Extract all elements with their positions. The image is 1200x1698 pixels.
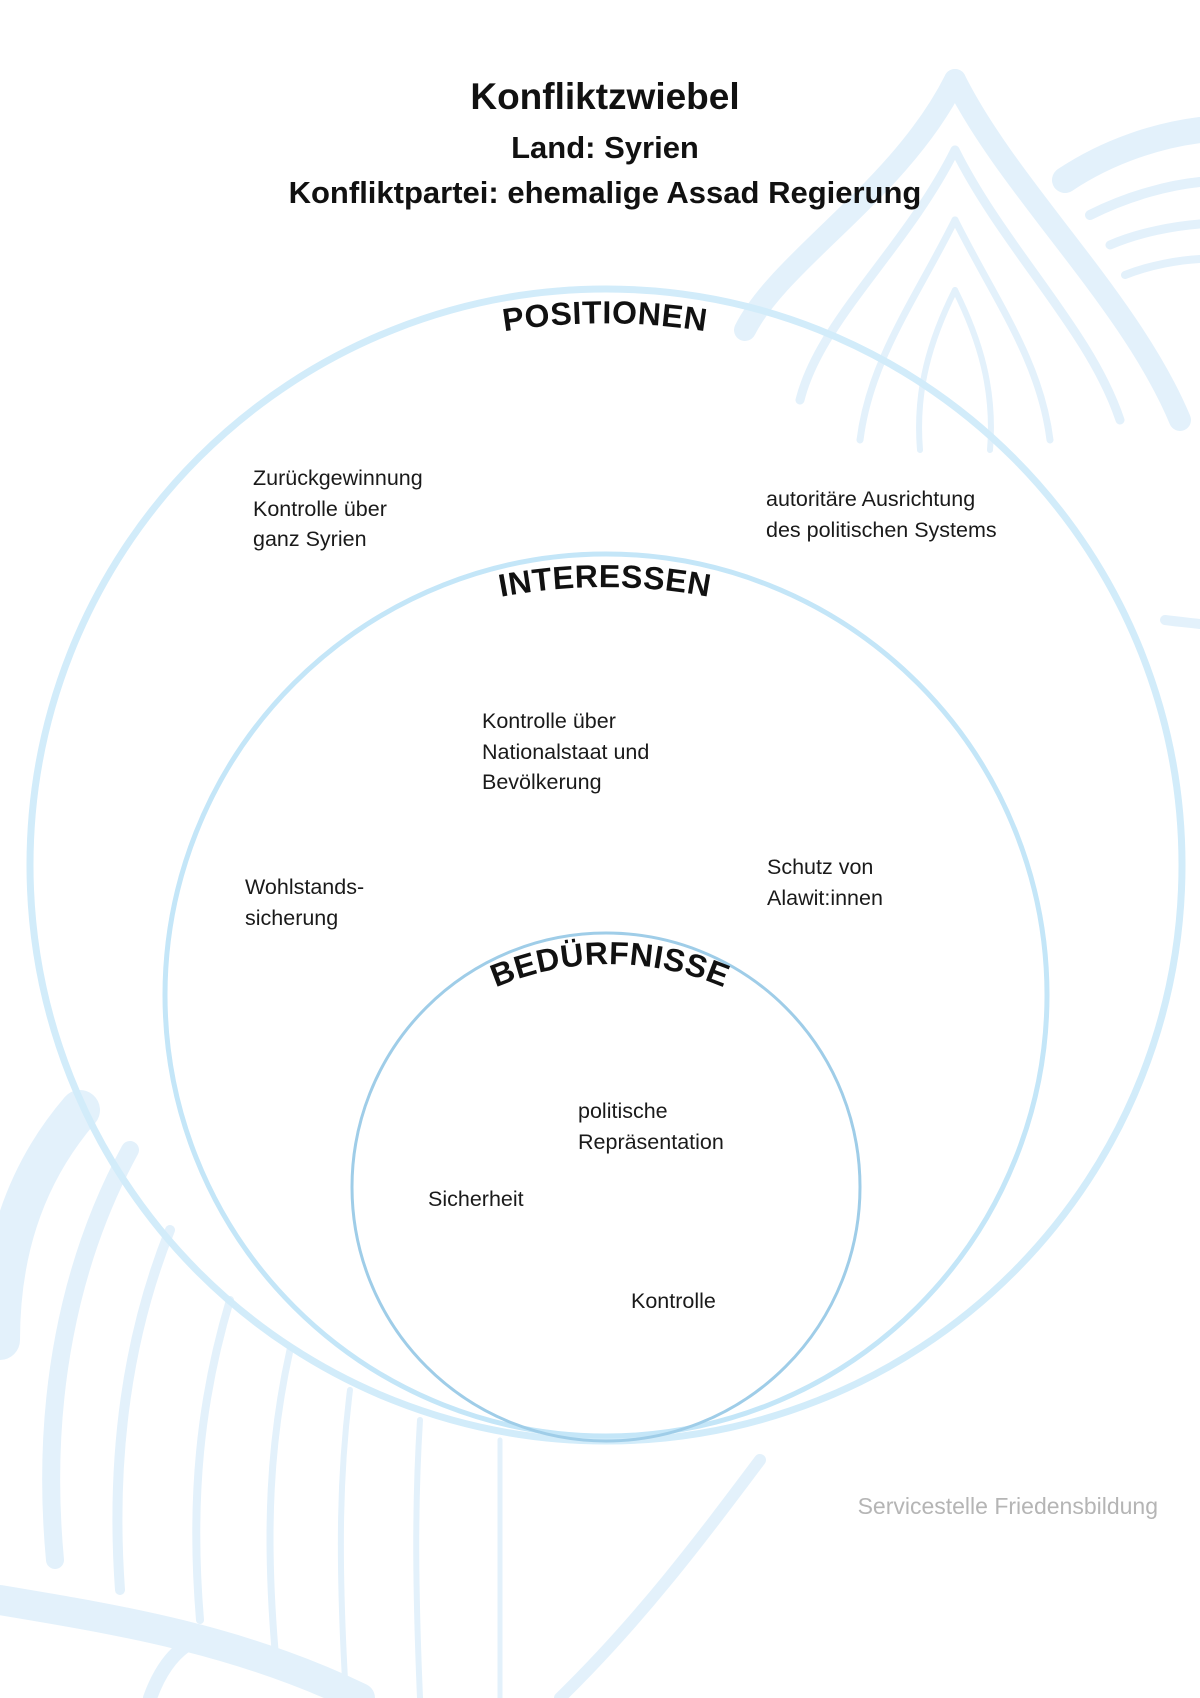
position-note-rueckgewinnung: Zurückgewinnung Kontrolle über ganz Syri… <box>253 463 423 555</box>
need-note-repraesentation: politische Repräsentation <box>578 1096 724 1157</box>
interest-note-wohlstand: Wohlstands- sicherung <box>245 872 364 933</box>
note-line: Kontrolle über <box>482 709 616 733</box>
need-note-kontrolle: Kontrolle <box>631 1286 716 1317</box>
beduerfnisse-label: BEDÜRFNISSE <box>485 935 734 994</box>
interest-note-kontrolle: Kontrolle über Nationalstaat und Bevölke… <box>482 706 649 798</box>
note-line: des politischen Systems <box>766 517 997 542</box>
note-line: Sicherheit <box>428 1187 524 1211</box>
note-line: Alawit:innen <box>767 885 883 910</box>
position-note-autoritaer: autoritäre Ausrichtung des politischen S… <box>766 484 997 545</box>
middle-ring-interessen <box>162 551 1050 1439</box>
note-line: ganz Syrien <box>253 527 367 551</box>
note-line: Zurückgewinnung <box>253 466 423 490</box>
note-line: Nationalstaat und <box>482 739 650 764</box>
note-line: Repräsentation <box>578 1129 724 1154</box>
publisher-footer: Servicestelle Friedensbildung <box>857 1493 1158 1519</box>
note-line: autoritäre Ausrichtung <box>766 487 976 511</box>
note-line: sicherung <box>245 905 339 930</box>
note-line: Kontrolle über <box>253 496 387 521</box>
positionen-label: POSITIONEN <box>500 294 710 338</box>
note-line: politische <box>578 1099 668 1123</box>
country-subtitle: Land: Syrien <box>511 130 699 165</box>
interessen-label: INTERESSEN <box>496 558 714 604</box>
note-line: Kontrolle <box>631 1289 716 1313</box>
conflict-party-subtitle: Konfliktpartei: ehemalige Assad Regierun… <box>288 175 922 210</box>
need-note-sicherheit: Sicherheit <box>428 1184 524 1215</box>
interest-note-alawiten: Schutz von Alawit:innen <box>767 852 883 913</box>
note-line: Bevölkerung <box>482 770 602 794</box>
inner-ring-beduerfnisse <box>350 931 862 1443</box>
page-title: Konfliktzwiebel <box>470 76 740 117</box>
outer-ring-positionen <box>26 285 1186 1445</box>
note-line: Wohlstands- <box>245 875 365 899</box>
note-line: Schutz von <box>767 855 874 879</box>
